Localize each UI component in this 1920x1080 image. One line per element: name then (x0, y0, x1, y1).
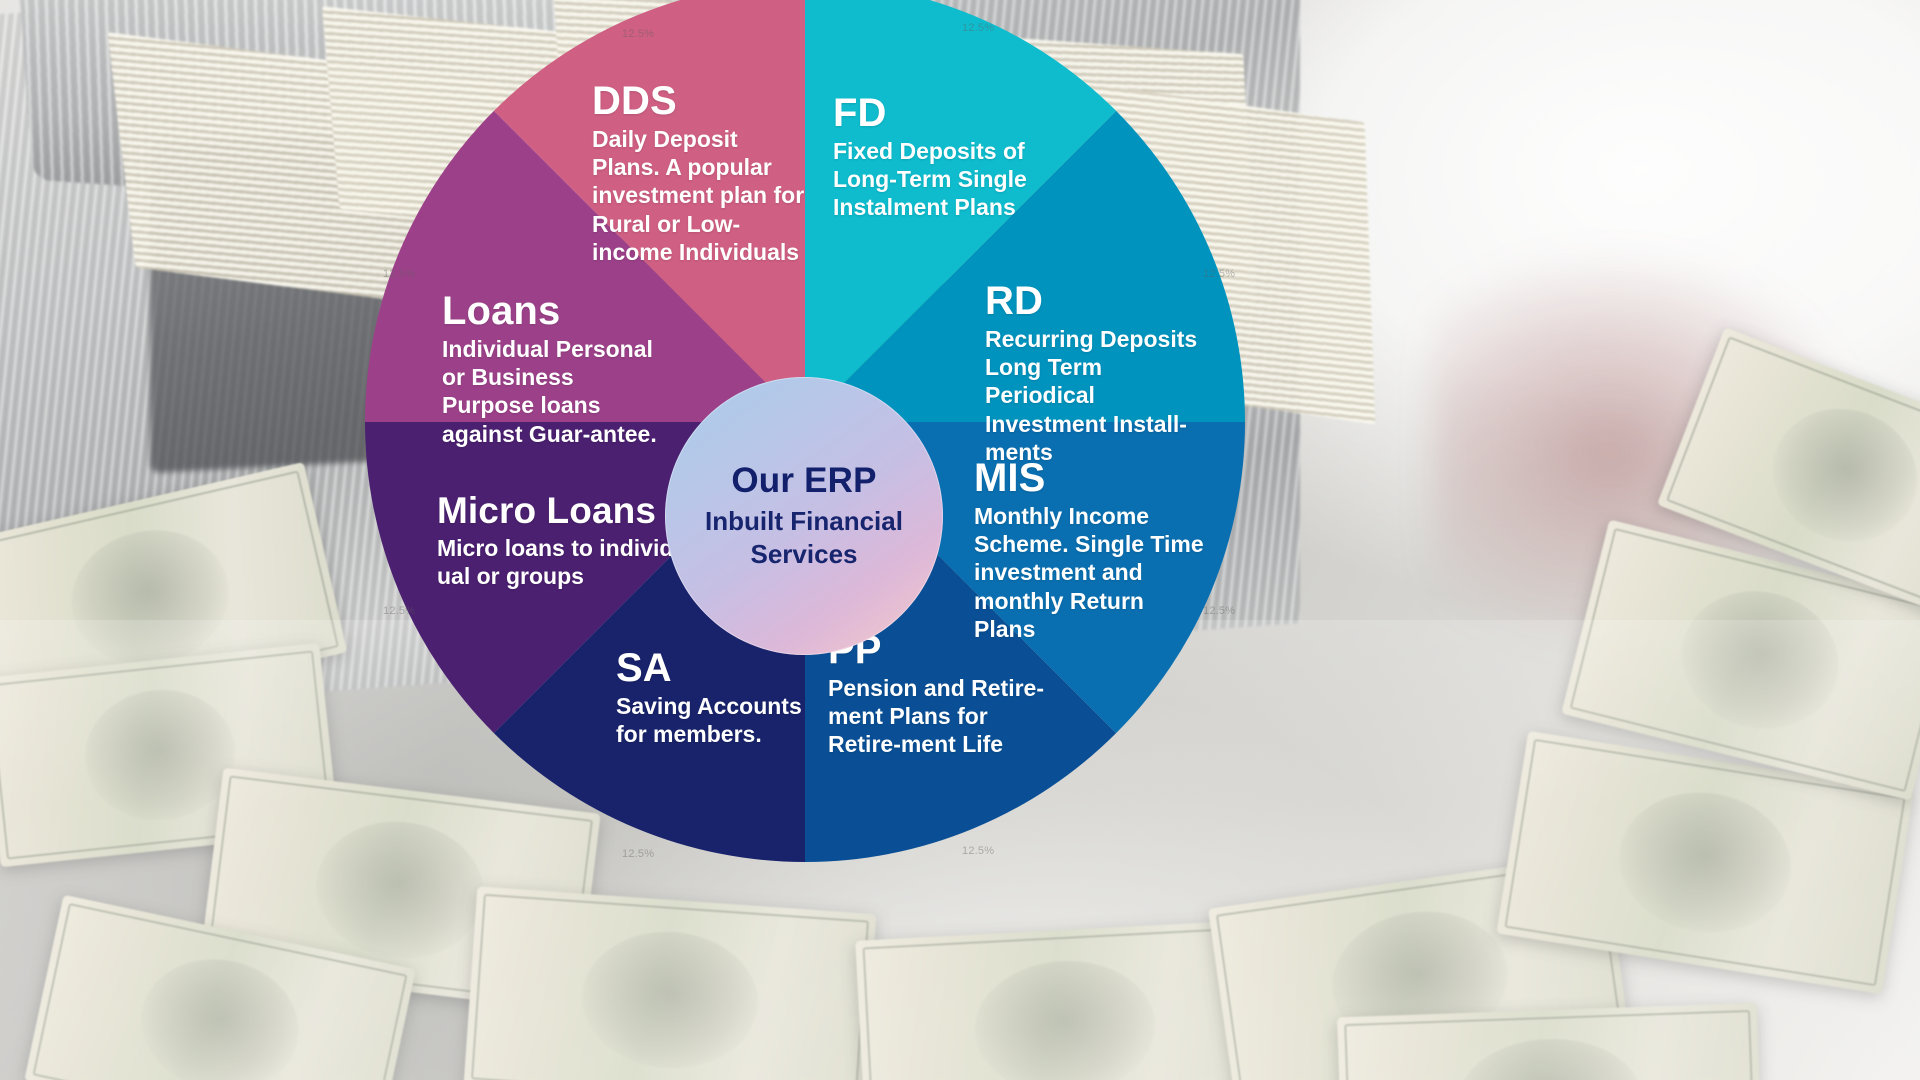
hub-subtitle: Inbuilt Financial Services (705, 505, 903, 569)
segment-fd[interactable] (805, 0, 1117, 422)
segment-label-fd: FD Fixed Deposits of Long-Term Single In… (833, 90, 1038, 222)
segment-title-rd: RD (985, 279, 1043, 323)
segment-title-sa: SA (616, 646, 672, 690)
banknote (463, 886, 877, 1080)
segment-label-dds: DDS Daily Deposit Plans. A popular inves… (592, 78, 807, 266)
segment-desc-mis: Monthly Income Scheme. Single Time inves… (974, 503, 1204, 642)
hub-title: Our ERP (731, 460, 877, 500)
segment-label-sa: SA Saving Accounts for members. (616, 645, 816, 748)
segment-desc-pp: Pension and Retire-ment Plans for Retire… (828, 675, 1044, 758)
segment-desc-fd: Fixed Deposits of Long-Term Single Insta… (833, 138, 1027, 221)
segment-label-mis: MIS Monthly Income Scheme. Single Time i… (974, 455, 1204, 643)
segment-title-fd: FD (833, 91, 887, 135)
segment-loans[interactable] (365, 110, 805, 422)
segment-desc-sa: Saving Accounts for members. (616, 693, 802, 748)
segment-title-micro-loans: Micro Loans (437, 490, 657, 531)
segment-desc-dds: Daily Deposit Plans. A popular investmen… (592, 126, 805, 265)
segment-label-loans: Loans Individual Personal or Business Pu… (442, 288, 667, 448)
segment-desc-rd: Recurring Deposits Long Term Periodical … (985, 326, 1198, 465)
segment-desc-micro-loans: Micro loans to individ-ual or groups (437, 534, 682, 589)
segment-title-loans: Loans (442, 289, 561, 333)
segment-title-mis: MIS (974, 456, 1046, 500)
segment-dds[interactable] (493, 0, 805, 422)
segment-label-micro-loans: Micro Loans Micro loans to individ-ual o… (437, 490, 687, 590)
segment-label-rd: RD Recurring Deposits Long Term Periodic… (985, 278, 1210, 466)
segment-desc-loans: Individual Personal or Business Purpose … (442, 336, 657, 447)
center-hub: Our ERP Inbuilt Financial Services (665, 377, 943, 655)
segment-label-pp: PP Pension and Retire-ment Plans for Ret… (828, 627, 1056, 759)
banknote (1336, 1002, 1764, 1080)
segment-title-dds: DDS (592, 79, 677, 123)
segment-rd[interactable] (805, 110, 1245, 422)
banknote (855, 919, 1275, 1080)
